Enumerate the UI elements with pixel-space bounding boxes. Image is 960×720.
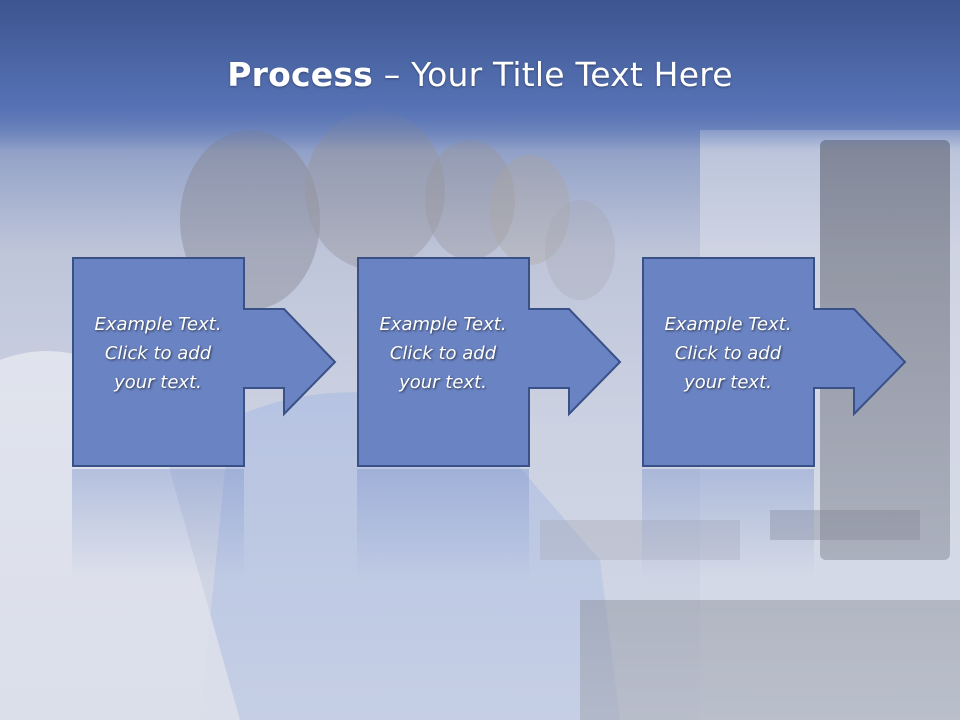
title-bold: Process	[227, 55, 374, 94]
step-label-2[interactable]: Example Text. Click to add your text.	[357, 310, 529, 397]
step-line: Example Text.	[94, 314, 222, 335]
step-line: Click to add	[674, 343, 782, 364]
title-rest: – Your Title Text Here	[373, 55, 733, 94]
title-bar	[0, 0, 960, 150]
step-line: Click to add	[104, 343, 212, 364]
step-line: Example Text.	[379, 314, 507, 335]
step-label-3[interactable]: Example Text. Click to add your text.	[642, 310, 814, 397]
step-arrow-3[interactable]	[642, 257, 960, 467]
step-line: Example Text.	[664, 314, 792, 335]
slide-title[interactable]: Process – Your Title Text Here	[0, 52, 960, 98]
step-line: your text.	[684, 372, 772, 393]
step-line: Click to add	[389, 343, 497, 364]
step-arrow-2[interactable]	[357, 257, 689, 467]
step-line: your text.	[399, 372, 487, 393]
step-label-1[interactable]: Example Text. Click to add your text.	[72, 310, 244, 397]
step-line: your text.	[114, 372, 202, 393]
step-arrow-1[interactable]	[72, 257, 404, 467]
